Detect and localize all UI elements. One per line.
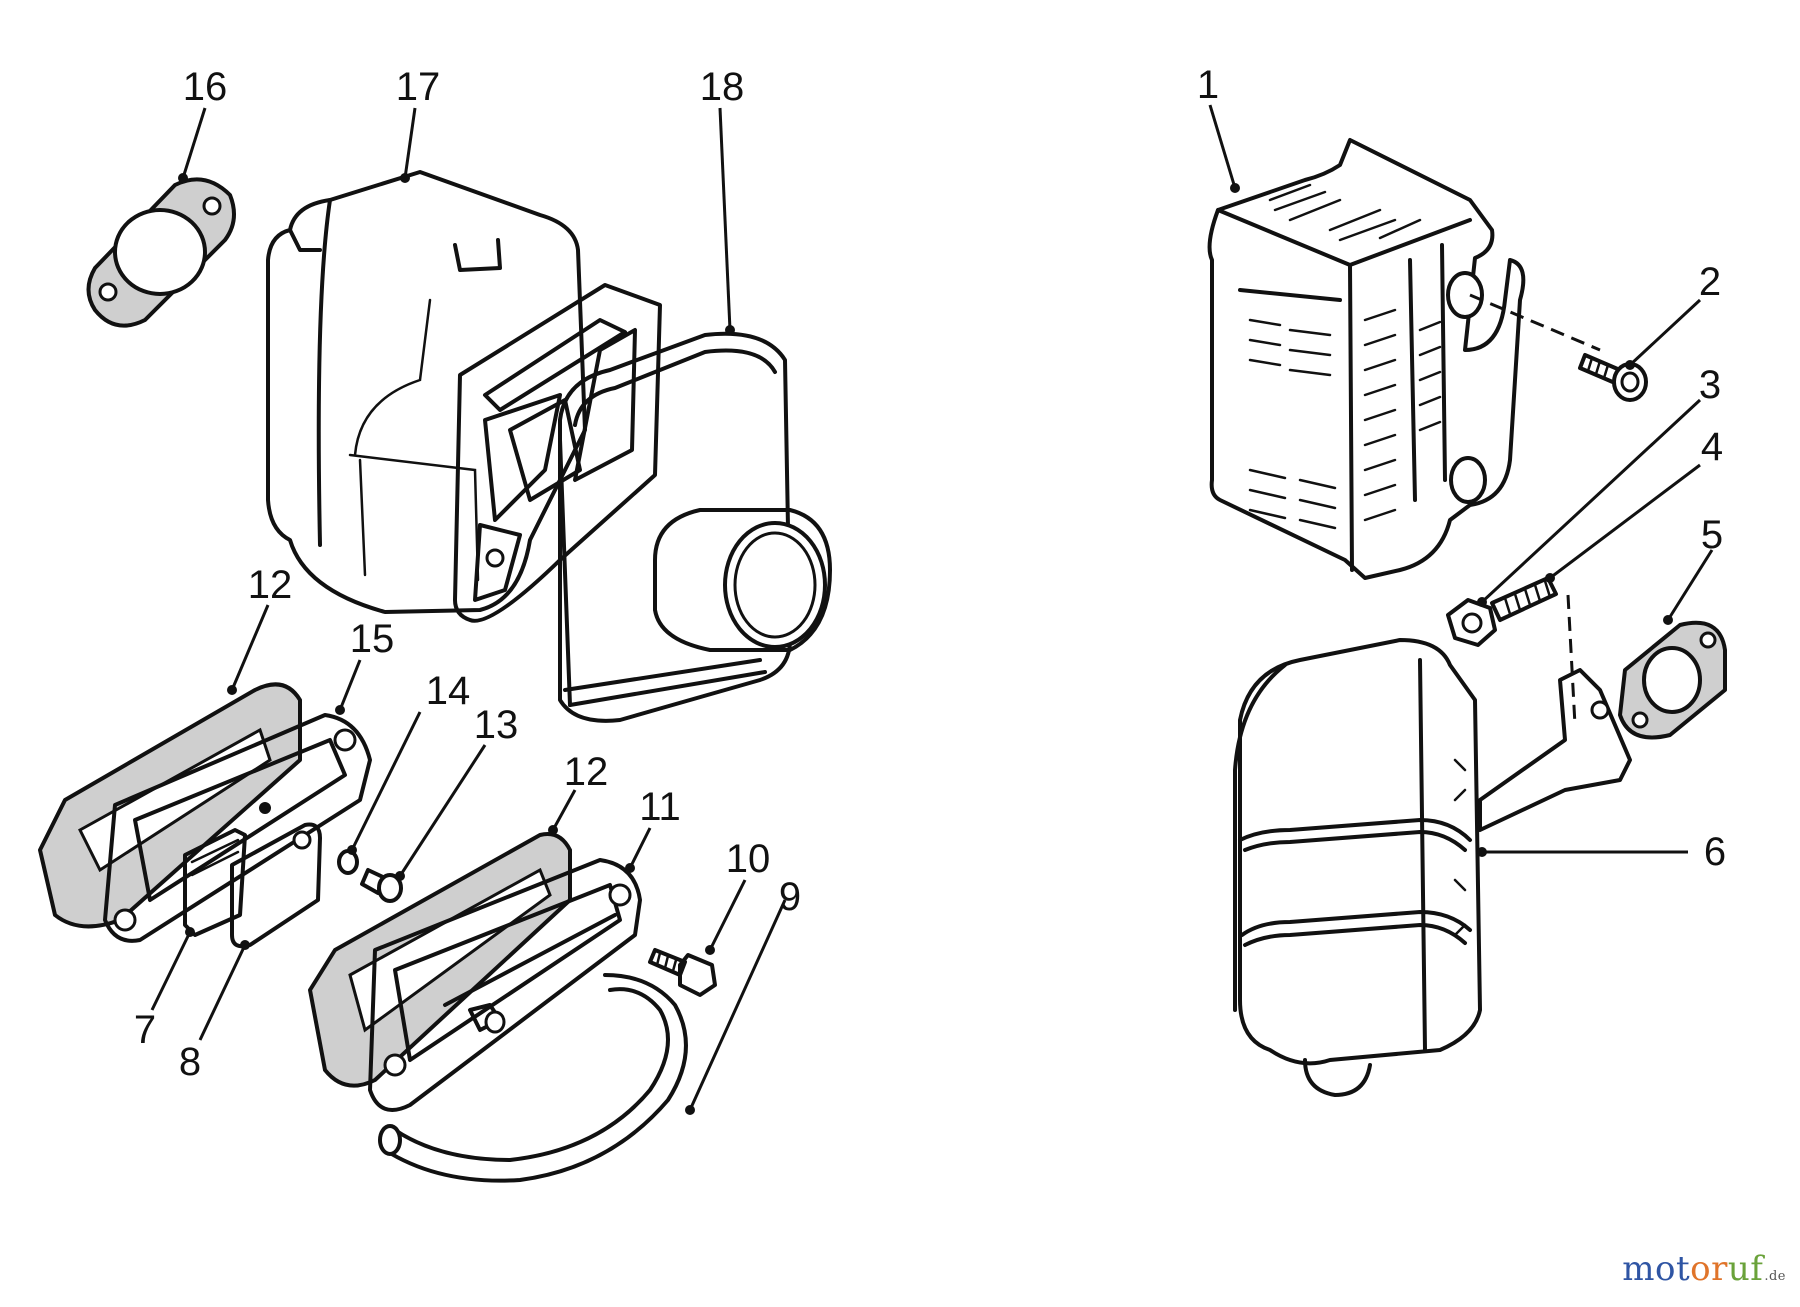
callout-12-upper: 12 [248, 563, 293, 607]
part-5-exhaust-gasket [1618, 620, 1727, 740]
leader-lines [150, 104, 1714, 1115]
callout-labels: 16 17 18 12 15 14 13 7 8 12 11 10 9 1 2 … [134, 63, 1726, 1084]
part-4-stud [1490, 576, 1558, 622]
callout-16: 16 [183, 65, 228, 109]
part-frame [453, 283, 662, 623]
part-10-bolt [648, 948, 717, 997]
callout-8: 7 [134, 1008, 156, 1052]
part-9-hose [378, 973, 688, 1183]
watermark-suffix: .de [1764, 1269, 1786, 1284]
callout-1: 1 [1197, 63, 1219, 107]
callout-10: 10 [726, 837, 771, 881]
callout-7: 8 [179, 1040, 201, 1084]
callout-3: 3 [1699, 363, 1721, 407]
part-7-plate [230, 822, 322, 949]
callout-12-lower: 12 [564, 750, 609, 794]
callout-5: 5 [1701, 513, 1723, 557]
callout-17: 17 [396, 65, 441, 109]
watermark-part-1: mot [1622, 1249, 1691, 1289]
part-17-cover [266, 170, 587, 614]
part-18-filter [558, 331, 832, 723]
part-6-muffler [1233, 638, 1632, 1097]
part-3-nut [1446, 598, 1497, 647]
callout-2: 2 [1699, 260, 1721, 304]
part-1-muffler-guard [1207, 138, 1526, 580]
alignment-line-stud [1566, 594, 1577, 726]
part-13-screw [360, 868, 403, 903]
part-8-breather [183, 828, 247, 937]
callout-11: 11 [639, 785, 681, 829]
callout-6: 6 [1704, 830, 1726, 874]
callout-18: 18 [700, 65, 745, 109]
alignment-line-screw [1469, 293, 1601, 352]
part-16-gasket [86, 177, 236, 328]
callout-14: 14 [426, 669, 471, 713]
part-2-screw [1578, 353, 1648, 402]
watermark-part-3: uf [1727, 1249, 1764, 1289]
watermark-part-2: or [1690, 1249, 1728, 1289]
callout-13: 13 [474, 703, 519, 747]
site-watermark: motoruf.de [1622, 1249, 1786, 1289]
part-15-base-plate [103, 713, 372, 943]
part-11-cover [368, 858, 642, 1112]
callout-9: 9 [779, 875, 801, 919]
callout-15: 15 [350, 617, 395, 661]
callout-4: 4 [1701, 425, 1723, 469]
